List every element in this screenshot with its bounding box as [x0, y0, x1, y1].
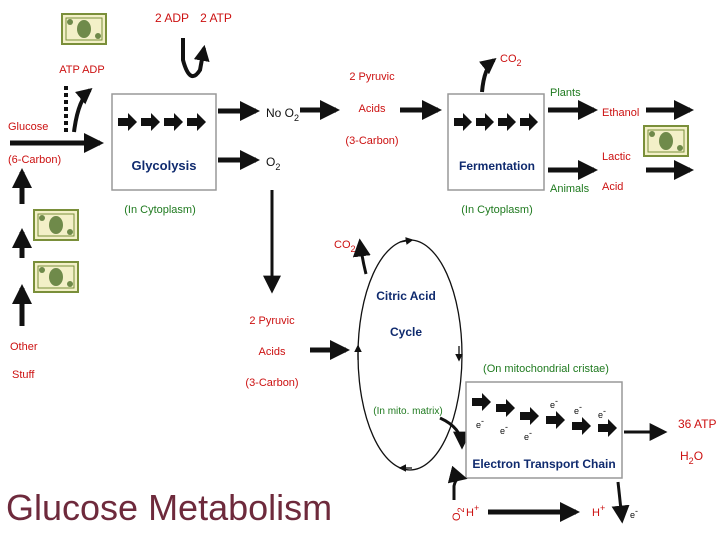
electron-exit-arrow	[611, 481, 630, 524]
pyruvic-mid-line2: Acids	[259, 346, 286, 358]
other-stuff-label-line1: Other	[10, 341, 38, 353]
lactic-label-line1: Lactic	[602, 151, 631, 163]
dollar-bill-icon	[61, 13, 107, 45]
svg-text:e-: e-	[500, 422, 508, 436]
dollar-bill-icon	[33, 261, 79, 293]
atp-output-label: 36 ATP	[678, 417, 716, 431]
glucose-carbon-label: (6-Carbon)	[8, 154, 61, 166]
hplus-left-label: H+	[466, 503, 479, 519]
svg-text:e-: e-	[476, 416, 484, 430]
citric-co2-label: CO2	[334, 239, 356, 254]
hplus-right-label: H+	[592, 503, 605, 519]
o2-bottom-label: O2	[451, 507, 466, 521]
fermentation-location: (In Cytoplasm)	[461, 204, 533, 216]
o2-label: O2	[266, 155, 280, 172]
electron-labels: e- e- e- e- e- e-	[476, 396, 606, 442]
dollar-bill-icon	[33, 209, 79, 241]
citric-label-line1: Citric Acid	[376, 289, 436, 303]
atp-adp-input-label: ATP ADP	[59, 64, 104, 76]
etc-flow-arrows	[472, 393, 617, 437]
glucose-label: Glucose	[8, 121, 48, 133]
glycolysis-label: Glycolysis	[131, 158, 196, 173]
pyruvic-top-line1: 2 Pyruvic	[349, 71, 395, 83]
ethanol-label: Ethanol	[602, 107, 639, 119]
svg-text:e-: e-	[524, 428, 532, 442]
two-adp-label: 2 ADP	[155, 11, 189, 25]
lactic-label-line2: Acid	[602, 181, 623, 193]
adp-up-arrow	[72, 87, 93, 133]
fermentation-flow-arrows	[454, 113, 538, 131]
fermentation-box	[447, 93, 545, 191]
pyruvic-mid-line1: 2 Pyruvic	[249, 315, 295, 327]
fermentation-label: Fermentation	[459, 159, 535, 173]
citric-co2-arrow	[352, 238, 371, 275]
glycolysis-box	[111, 93, 217, 191]
other-stuff-label-line2: Stuff	[12, 369, 35, 381]
svg-text:e-: e-	[574, 402, 582, 416]
citric-to-etc-arrow	[439, 416, 471, 450]
no-o2-label: No O2	[266, 106, 299, 123]
dollar-bill-icon	[643, 125, 689, 157]
atp-loop-arrow	[181, 38, 210, 79]
cycle-direction-arrow-top	[399, 237, 414, 245]
electron-exit-label: e-	[630, 506, 638, 520]
etc-location: (On mitochondrial cristae)	[483, 363, 609, 375]
fermentation-co2-arrow	[479, 57, 497, 93]
pyruvic-top-line3: (3-Carbon)	[345, 135, 398, 147]
animals-label: Animals	[550, 183, 590, 195]
two-atp-label: 2 ATP	[200, 11, 232, 25]
fermentation-co2-label: CO2	[500, 53, 522, 68]
glycolysis-location: (In Cytoplasm)	[124, 204, 196, 216]
svg-text:e-: e-	[550, 396, 558, 410]
glycolysis-flow-arrows	[118, 113, 206, 131]
citric-location: (In mito. matrix)	[373, 406, 442, 417]
citric-label-line2: Cycle	[390, 325, 422, 339]
water-output-label: H2O	[680, 449, 703, 466]
pyruvic-mid-line3: (3-Carbon)	[245, 377, 298, 389]
o2-into-etc-arrow	[447, 465, 468, 500]
etc-label: Electron Transport Chain	[472, 457, 615, 471]
etc-box	[465, 381, 623, 479]
plants-label: Plants	[550, 87, 581, 99]
pyruvic-top-line2: Acids	[359, 103, 386, 115]
page-title: Glucose Metabolism	[6, 487, 332, 528]
svg-text:e-: e-	[598, 406, 606, 420]
citric-acid-cycle-ring	[357, 239, 463, 471]
